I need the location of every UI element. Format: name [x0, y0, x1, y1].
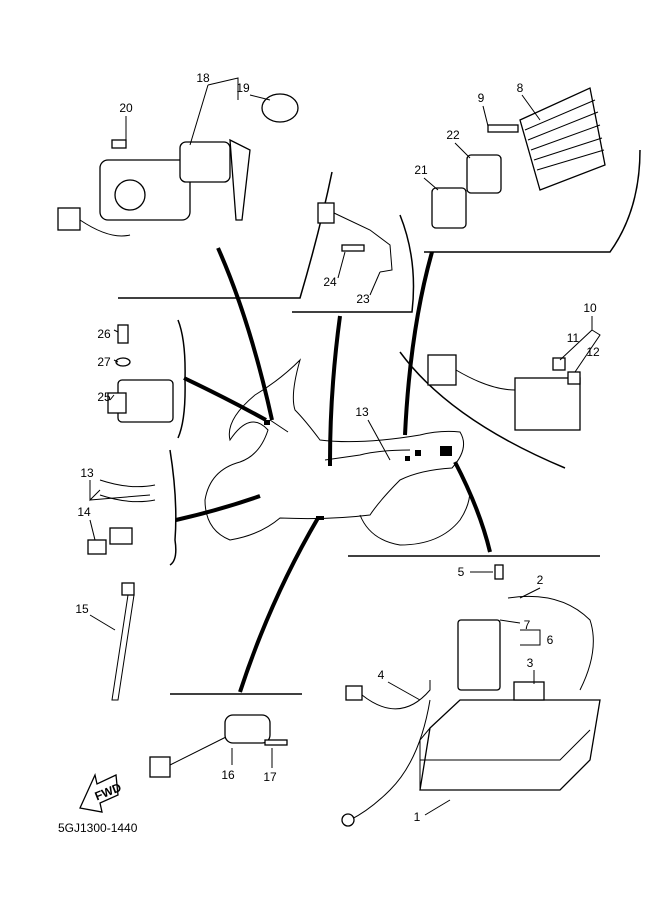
location-marker — [316, 516, 324, 520]
frame-relay — [399, 351, 566, 469]
horn-switch-assembly — [149, 714, 288, 778]
motorcycle-outline — [204, 358, 471, 546]
part-number-label: 27 — [97, 355, 111, 369]
rectifier-regulator — [431, 87, 606, 229]
part-number-label: 24 — [323, 275, 337, 289]
battery-section — [341, 564, 601, 827]
frame-regulator — [424, 149, 641, 253]
location-marker — [440, 446, 452, 456]
callout-lines — [89, 77, 601, 816]
part-number-label: 21 — [414, 163, 428, 177]
bracket-assembly — [317, 202, 393, 273]
part-number-label: 13 — [80, 466, 94, 480]
frame-bracket — [292, 214, 415, 313]
part-number-label: 8 — [517, 81, 524, 95]
location-marker — [405, 456, 410, 461]
part-number-label: 25 — [97, 390, 111, 404]
part-number-label: 13 — [355, 405, 369, 419]
cable-tie — [111, 582, 135, 701]
part-number-label: 1 — [414, 810, 421, 824]
part-number-label: 20 — [119, 101, 133, 115]
part-number-label: 19 — [236, 81, 250, 95]
part-number-label: 3 — [527, 656, 534, 670]
part-number-label: 10 — [583, 301, 597, 315]
relay-assembly-right — [427, 354, 581, 431]
location-marker — [415, 450, 421, 456]
part-number-label: 16 — [221, 768, 235, 782]
part-number-label: 18 — [196, 71, 210, 85]
part-number-label: 17 — [263, 770, 277, 784]
leader-lines — [175, 247, 492, 693]
part-number-label: 7 — [524, 618, 531, 632]
part-number-label: 14 — [77, 505, 91, 519]
part-number-label: 5 — [458, 565, 465, 579]
part-number-label: 12 — [586, 345, 600, 359]
part-number-label: 26 — [97, 327, 111, 341]
location-marker — [264, 420, 270, 425]
harness-section — [87, 479, 156, 555]
part-number-label: 9 — [478, 91, 485, 105]
frame-harness — [169, 449, 177, 566]
part-number-label: 6 — [547, 633, 554, 647]
part-number-label: 22 — [446, 128, 460, 142]
part-number-label: 23 — [356, 292, 370, 306]
drawing-code: 5GJ1300-1440 — [58, 821, 138, 835]
fwd-arrow-icon: FWD — [79, 772, 124, 813]
frame-main-switch — [118, 171, 333, 299]
sensor-assembly — [107, 324, 174, 423]
main-switch-assembly — [57, 93, 299, 237]
part-number-label: 2 — [537, 573, 544, 587]
part-number-label: 15 — [75, 602, 89, 616]
location-marker — [328, 462, 332, 466]
part-number-label: 4 — [378, 668, 385, 682]
part-number-label: 11 — [567, 331, 580, 345]
